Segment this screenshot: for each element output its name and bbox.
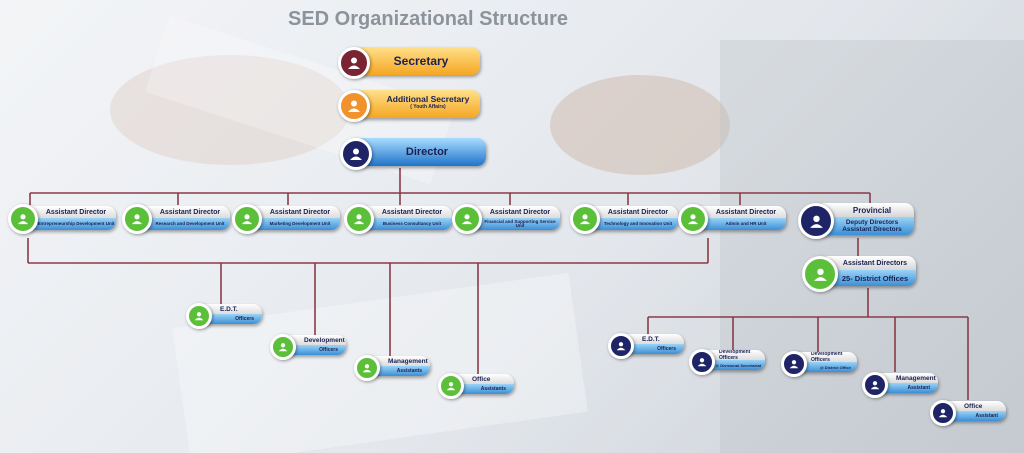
unit-name: Entrepreneurship Development Unit — [22, 218, 116, 230]
provincial-line2: Assistant Directors — [842, 226, 902, 233]
assistant-director-technology: Assistant Director Technology and Innova… — [570, 204, 678, 234]
unit-staff-management: Management Assistants — [354, 355, 430, 381]
staff-sub: Assistant — [942, 411, 1006, 421]
director-label: Director — [405, 146, 449, 158]
staff-sub: Assistants — [450, 384, 514, 394]
district-sub: 25- District Offices — [820, 270, 916, 286]
district-staff-management: Management Assistant — [862, 372, 938, 398]
unit-name: Research and Development Unit — [136, 218, 230, 230]
assistant-director-marketing: Assistant Director Marketing Development… — [232, 204, 340, 234]
unit-staff-development: Development Officers — [270, 334, 346, 360]
person-icon — [678, 204, 708, 234]
staff-title: E.D.T. — [620, 334, 684, 344]
unit-name: Admin and HR Unit — [692, 218, 786, 230]
district-title: Assistant Directors — [820, 256, 916, 270]
assistant-director-title: Assistant Director — [246, 206, 340, 218]
person-icon — [232, 204, 262, 234]
staff-sub: Officers — [620, 344, 684, 354]
assistant-director-title: Assistant Director — [136, 206, 230, 218]
person-icon — [438, 373, 464, 399]
unit-name: Technology and Innovation Unit — [584, 218, 678, 230]
secretary-label: Secretary — [393, 54, 449, 68]
person-icon — [186, 303, 212, 329]
provincial-node: Provincial Deputy Directors Assistant Di… — [798, 203, 914, 239]
district-staff-edt: E.D.T. Officers — [608, 333, 684, 359]
staff-title: E.D.T. — [198, 304, 262, 314]
person-icon — [338, 47, 370, 79]
person-icon — [798, 203, 834, 239]
district-staff-office: Office Assistant — [930, 400, 1006, 426]
person-icon — [862, 372, 888, 398]
director-node: Director — [340, 138, 486, 170]
unit-name: Financial and Supporting Service Unit — [466, 218, 560, 230]
assistant-director-title: Assistant Director — [584, 206, 678, 218]
assistant-director-business: Assistant Director Business Consultancy … — [344, 204, 452, 234]
assistant-director-financial: Assistant Director Financial and Support… — [452, 204, 560, 234]
district-staff-dev-divisional: Development Officers @ Divisional Secret… — [689, 349, 765, 375]
person-icon — [340, 138, 372, 170]
staff-sub: Officers — [282, 345, 346, 355]
unit-name: Business Consultancy Unit — [358, 218, 452, 230]
person-icon — [802, 256, 838, 292]
assistant-director-title: Assistant Director — [358, 206, 452, 218]
person-icon — [689, 349, 715, 375]
assistant-director-admin-hr: Assistant Director Admin and HR Unit — [678, 204, 786, 234]
page-title: SED Organizational Structure — [288, 8, 569, 30]
person-icon — [570, 204, 600, 234]
staff-sub: @ District Office — [793, 362, 857, 372]
staff-sub: Assistants — [366, 366, 430, 376]
staff-title: Office — [450, 374, 514, 384]
staff-title: Office — [942, 401, 1006, 411]
person-icon — [930, 400, 956, 426]
secretary-node: Secretary — [338, 47, 480, 79]
unit-name: Marketing Development Unit — [246, 218, 340, 230]
staff-title: Development Officers — [701, 350, 765, 361]
assistant-director-title: Assistant Director — [22, 206, 116, 218]
person-icon — [338, 90, 370, 122]
person-icon — [781, 351, 807, 377]
assistant-director-entrepreneurship: Assistant Director Entrepreneurship Deve… — [8, 204, 116, 234]
person-icon — [122, 204, 152, 234]
person-icon — [608, 333, 634, 359]
assistant-director-title: Assistant Director — [692, 206, 786, 218]
person-icon — [354, 355, 380, 381]
staff-title: Management — [366, 356, 430, 366]
staff-sub: Officers — [198, 314, 262, 324]
staff-title: Development — [282, 335, 346, 345]
district-staff-dev-district: Development Officers @ District Office — [781, 351, 857, 377]
additional-secretary-sub: ( Youth Affairs) — [410, 104, 446, 110]
person-icon — [270, 334, 296, 360]
assistant-director-title: Assistant Director — [466, 206, 560, 218]
staff-title: Management — [874, 373, 938, 383]
staff-sub: @ Divisional Secretariat — [701, 360, 765, 370]
unit-staff-edt: E.D.T. Officers — [186, 303, 262, 329]
person-icon — [452, 204, 482, 234]
person-icon — [8, 204, 38, 234]
district-node: Assistant Directors 25- District Offices — [802, 256, 916, 292]
unit-staff-office: Office Assistants — [438, 373, 514, 399]
provincial-title: Provincial — [816, 203, 914, 217]
provincial-line1: Deputy Directors — [845, 219, 899, 226]
staff-title: Development Officers — [793, 352, 857, 363]
person-icon — [344, 204, 374, 234]
additional-secretary-label: Additional Secretary — [386, 94, 470, 104]
staff-sub: Assistant — [874, 383, 938, 393]
assistant-director-research: Assistant Director Research and Developm… — [122, 204, 230, 234]
additional-secretary-node: Additional Secretary ( Youth Affairs) — [338, 90, 480, 122]
